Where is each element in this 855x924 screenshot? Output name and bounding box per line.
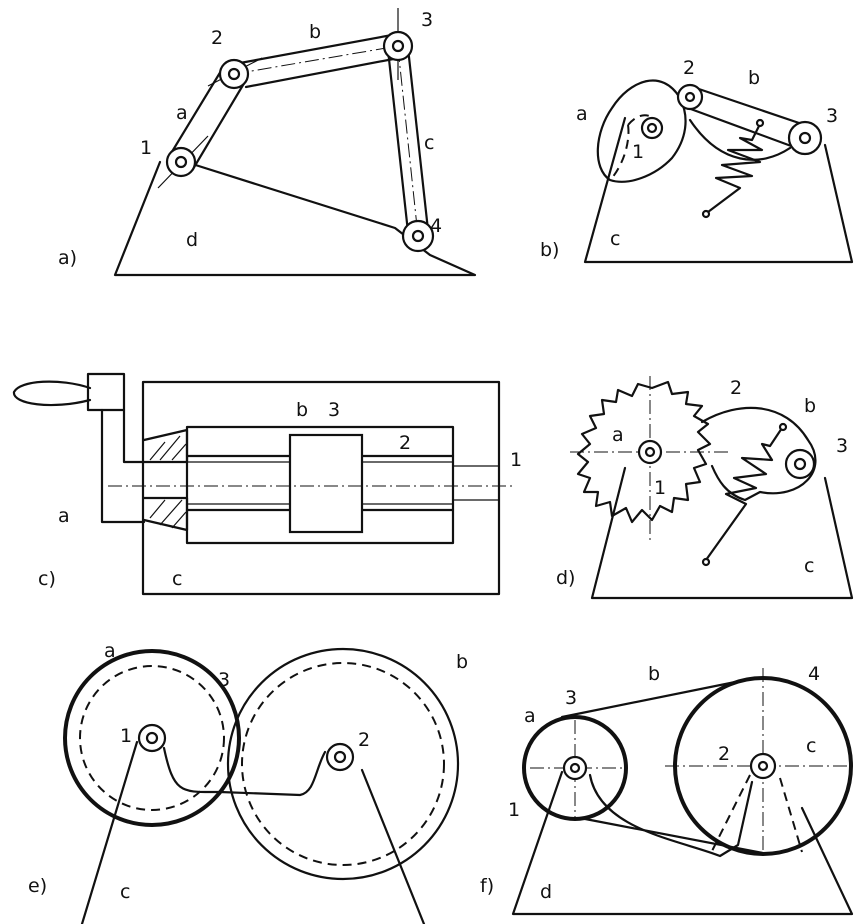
block-b [185,425,455,545]
label-b: b [296,399,308,421]
joint-2 [218,58,250,90]
label-b: b [804,395,816,417]
panel-tag: b) [540,239,559,261]
label-a: a [576,103,588,125]
label-1: 1 [654,477,666,499]
label-d: d [540,881,552,903]
gear-a [63,649,241,827]
pivot-2 [749,752,777,780]
label-a: a [612,424,624,446]
panel-f-belt-drive: a 3 b 4 2 c 1 d f) [480,663,855,916]
pivot-3 [784,448,816,480]
label-1: 1 [632,141,644,163]
label-c: c [172,568,182,590]
frame-c [80,740,426,924]
panel-tag: a) [58,247,77,269]
label-b: b [748,67,760,89]
spring [706,122,764,214]
belt-b [560,676,770,856]
label-c: c [804,555,814,577]
panel-tag: c) [38,568,56,590]
label-4: 4 [808,663,820,685]
link-c [386,46,430,234]
crank-handle [12,380,92,407]
label-a: a [176,102,188,124]
link-b [238,33,406,89]
gear-b [226,647,460,881]
joint-3 [382,30,414,62]
label-2: 2 [718,743,730,765]
joint-1 [165,146,197,178]
label-c: c [806,735,816,757]
label-b: b [648,663,660,685]
label-1: 1 [508,799,520,821]
label-1: 1 [510,449,522,471]
label-4: 4 [430,215,442,237]
link-a [168,64,248,171]
label-a: a [104,640,116,662]
panel-tag: e) [28,875,47,897]
ratchet-wheel-a [576,380,712,524]
label-3: 3 [836,435,848,457]
label-2: 2 [730,377,742,399]
panel-e-gear-pair: a 3 1 2 b c e) [28,640,468,924]
label-2: 2 [211,27,223,49]
crank-arm [100,408,146,524]
pivot-1 [640,116,664,140]
panel-tag: d) [556,567,575,589]
pivot-1 [562,755,588,781]
frame-d [511,770,854,916]
frame-c [583,116,854,264]
label-3: 3 [826,105,838,127]
label-3: 3 [565,687,577,709]
panel-tag: f) [480,875,494,897]
panel-b-cam-lever: 2 b 3 a 1 c b) [540,57,854,264]
label-1: 1 [140,137,152,159]
label-1: 1 [120,725,132,747]
frame-c [141,380,501,596]
label-c: c [610,228,620,250]
label-2: 2 [683,57,695,79]
roller-2 [676,83,704,111]
joint-4 [401,219,435,253]
label-a: a [524,705,536,727]
label-b: b [309,21,321,43]
lever-b [686,84,807,152]
frame-d [113,160,477,277]
label-c: c [120,881,130,903]
panel-d-ratchet: 2 b 3 a 1 c d) [556,376,854,600]
panel-a-four-bar-linkage: 1 2 3 4 a b c d a) [58,8,477,277]
spring [704,426,784,562]
pivot-3 [787,120,823,156]
label-c: c [424,132,434,154]
pivot-1 [137,723,167,753]
pivot-2 [325,742,355,772]
label-3: 3 [421,9,433,31]
slider-3 [288,433,364,534]
panel-c-screw-vise: b 3 2 1 a c c) [12,372,522,596]
label-3: 3 [328,399,340,421]
label-a: a [58,505,70,527]
label-2: 2 [399,432,411,454]
label-2: 2 [358,729,370,751]
label-d: d [186,229,198,251]
label-3: 3 [218,669,230,691]
frame-c [590,466,854,600]
label-b: b [456,651,468,673]
pivot-1 [637,439,663,465]
cam-a [596,79,687,183]
